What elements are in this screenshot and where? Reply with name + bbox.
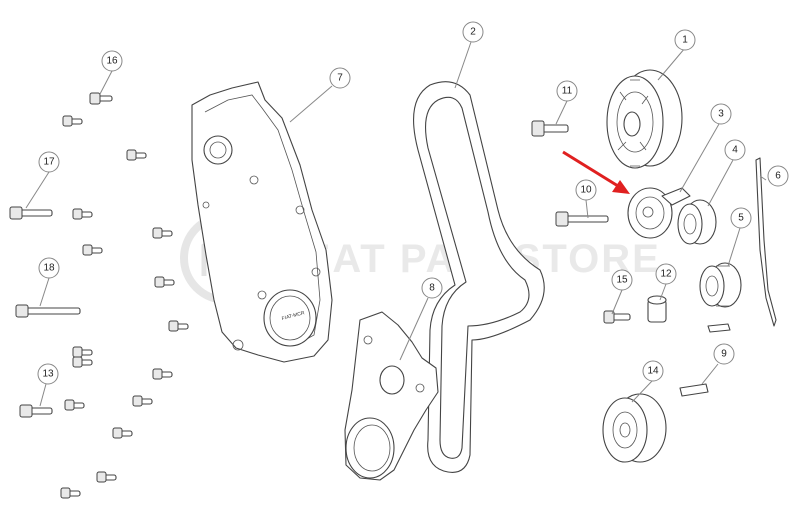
callout-12: 12 <box>655 263 677 285</box>
callout-17: 17 <box>38 151 60 173</box>
callout-18-label: 18 <box>43 263 55 274</box>
callout-6-label: 6 <box>775 171 781 182</box>
bolt-10 <box>555 211 609 227</box>
callouts: 1 2 3 4 5 6 7 8 9 10 11 12 13 14 15 16 1… <box>37 21 789 385</box>
callout-12-label: 12 <box>660 269 672 280</box>
callout-1-label: 1 <box>682 35 688 46</box>
camshaft-pulley <box>606 69 683 169</box>
callout-13: 13 <box>37 363 59 385</box>
callout-10: 10 <box>575 179 597 201</box>
callout-14-label: 14 <box>647 366 659 377</box>
pointer-arrow <box>562 150 630 194</box>
bolt-17 <box>9 206 53 220</box>
callout-8-label: 8 <box>429 283 435 294</box>
crank-pulley <box>699 262 742 308</box>
timing-belt <box>413 81 545 473</box>
bolt-18 <box>15 304 81 318</box>
callout-4-label: 4 <box>732 145 738 156</box>
small-bolts <box>60 115 189 499</box>
callout-2-label: 2 <box>470 27 476 38</box>
callout-11-label: 11 <box>562 86 573 97</box>
callout-8: 8 <box>421 277 443 299</box>
callout-11: 11 <box>556 80 578 102</box>
callout-18: 18 <box>38 257 60 279</box>
idler-roller <box>677 199 717 245</box>
callout-5: 5 <box>730 207 752 229</box>
callout-5-label: 5 <box>738 213 744 224</box>
cover-stamp: FIAT-MCR <box>281 310 305 322</box>
callout-9-label: 9 <box>721 349 727 360</box>
bolt-16 <box>89 92 113 105</box>
callout-3: 3 <box>710 103 732 125</box>
bolt-11 <box>531 120 569 137</box>
callout-14: 14 <box>642 360 664 382</box>
callout-17-label: 17 <box>43 157 55 168</box>
woodruff-key <box>679 323 731 397</box>
callout-10-label: 10 <box>580 185 592 196</box>
callout-3-label: 3 <box>718 109 724 120</box>
callout-6: 6 <box>767 165 789 187</box>
rear-cover <box>344 311 439 481</box>
guide-strip <box>755 157 777 327</box>
callout-lines <box>25 41 767 407</box>
tensioner <box>627 187 691 239</box>
callout-1: 1 <box>674 29 696 51</box>
crank-sprocket <box>602 393 667 463</box>
callout-13-label: 13 <box>42 369 54 380</box>
callout-15: 15 <box>611 269 633 291</box>
callout-16: 16 <box>101 50 123 72</box>
callout-2: 2 <box>462 21 484 43</box>
callout-15-label: 15 <box>616 275 628 286</box>
bolt-15 <box>603 310 631 324</box>
callout-9: 9 <box>713 343 735 365</box>
bushing <box>647 295 667 323</box>
timing-cover: FIAT-MCR <box>191 81 333 363</box>
callout-16-label: 16 <box>106 56 118 67</box>
callout-7: 7 <box>329 67 351 89</box>
callout-7-label: 7 <box>337 73 343 84</box>
bolt-13 <box>19 404 53 418</box>
callout-4: 4 <box>724 139 746 161</box>
